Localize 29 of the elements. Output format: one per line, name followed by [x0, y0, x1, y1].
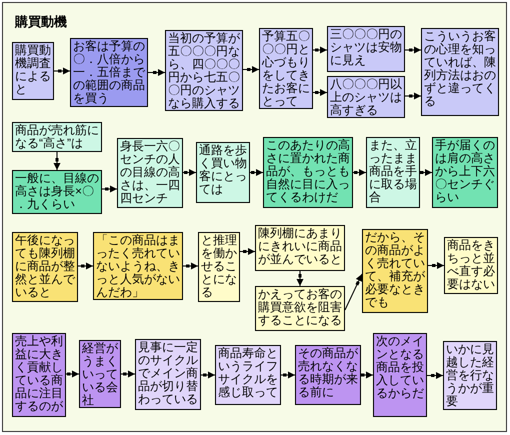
text-box: 予算五〇〇〇円と心づもりをしてきたお客にとって	[259, 28, 313, 109]
text-box: このあたりの高さに置かれた商品が、もっとも自然に目に入ってくるわけだ	[263, 137, 353, 208]
text-box: 経営がうまくいっている会社	[79, 340, 121, 408]
text-box: 見事に一定のサイクルでメイン商品が切り替わっている	[135, 339, 201, 410]
text-box: だから、その商品がよく売れていて、補充が必要なときでも	[362, 229, 428, 313]
text-box: 商品が売れ筋になる“高さ”は	[12, 122, 102, 152]
text-box: また、立ったまま商品を手に取る場合	[366, 137, 420, 208]
text-box: 陳列棚にあまりにきれいに商品が並んでいると	[255, 225, 345, 271]
text-box: と推理を働かせることになる	[198, 232, 240, 302]
text-box: お客は予算の〇．八倍から一．五倍までの範囲の商品を買う	[70, 38, 148, 107]
text-box: 三〇〇〇円のシャツは安物に見え	[327, 26, 405, 72]
text-box: 商品をきちっと並べ直す必要はない	[444, 237, 498, 294]
text-box: 売上や利益に大きく貢献している商品に注目するのが	[12, 333, 66, 417]
text-box: 一般に、目線の高さは身長×〇．九くらい	[12, 170, 102, 214]
text-box: 購買動機調査によると	[12, 42, 54, 100]
text-box: 身長一六〇センチの人の目線の高さは、一四四センチ	[117, 138, 183, 208]
text-box: 商品寿命というライフサイクルを感じ取って	[215, 345, 281, 405]
text-box: 八〇〇〇円以上のシャツは高すぎる	[327, 76, 405, 118]
text-box: 通路を歩く買い物客にとっては	[196, 142, 250, 203]
text-box: 次のメインとなる商品を投入しているからだ	[373, 333, 427, 417]
text-box: その商品が売れなくなる時期が来る前に	[295, 345, 361, 405]
text-box: 「この商品はまったく売れていないようね、きっと人気がないんだわ」	[93, 232, 183, 300]
title: 購買動機	[15, 14, 67, 29]
text-box: 午後になっても陳列棚に商品が整然と並んでいると	[12, 232, 78, 302]
text-box: いかに見越した経営を行なうかが重要	[443, 341, 497, 410]
text-box: かえってお客の購買意欲を阻害することになる	[255, 286, 345, 331]
text-box: 当初の予算が五〇〇〇円なら、四〇〇〇円から七五〇〇円のシャツなら購入する	[165, 30, 243, 111]
text-box: 手が届くのは肩の高さから上下六〇センチぐらい	[432, 137, 498, 208]
text-box: こういうお客の心理を知っていれば、陳列方法はおのずと違ってくる	[421, 28, 499, 116]
